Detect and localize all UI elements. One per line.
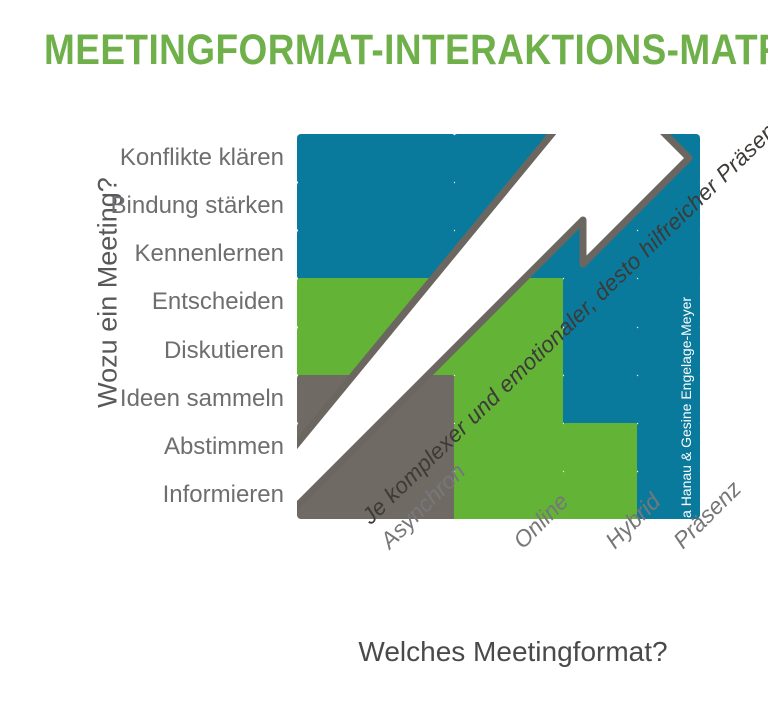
matrix-cell (297, 374, 455, 424)
matrix-cell (563, 182, 638, 232)
page-title: MEETINGFORMAT-INTERAKTIONS-MATRIX (44, 26, 768, 74)
matrix-cell (297, 278, 455, 328)
matrix-grid: Sonja Hanau & Gesine Engelage-Meyer (297, 134, 700, 546)
row-label: Diskutieren (163, 336, 284, 364)
matrix-cell (637, 134, 700, 184)
matrix-cell (297, 326, 455, 376)
row-label: Abstimmen (163, 432, 284, 460)
matrix-cell (297, 134, 455, 184)
matrix-cell (297, 230, 455, 280)
row-label: Ideen sammeln (119, 384, 284, 412)
row-label: Entscheiden (151, 288, 284, 316)
matrix-cell (297, 182, 455, 232)
matrix-color-blocks (297, 134, 700, 519)
matrix-cell (454, 230, 564, 280)
row-label: Informieren (162, 480, 284, 508)
row-label: Bindung stärken (110, 192, 284, 220)
matrix-cell (563, 374, 638, 424)
x-axis-title: Welches Meetingformat? (358, 636, 668, 667)
matrix-cell (454, 278, 564, 328)
matrix-cell (563, 422, 638, 472)
row-label: Kennenlernen (134, 240, 284, 268)
matrix-cell (454, 182, 564, 232)
matrix-cell (563, 134, 638, 184)
matrix-cell (454, 134, 564, 184)
row-label: Konflikte klären (119, 144, 284, 172)
